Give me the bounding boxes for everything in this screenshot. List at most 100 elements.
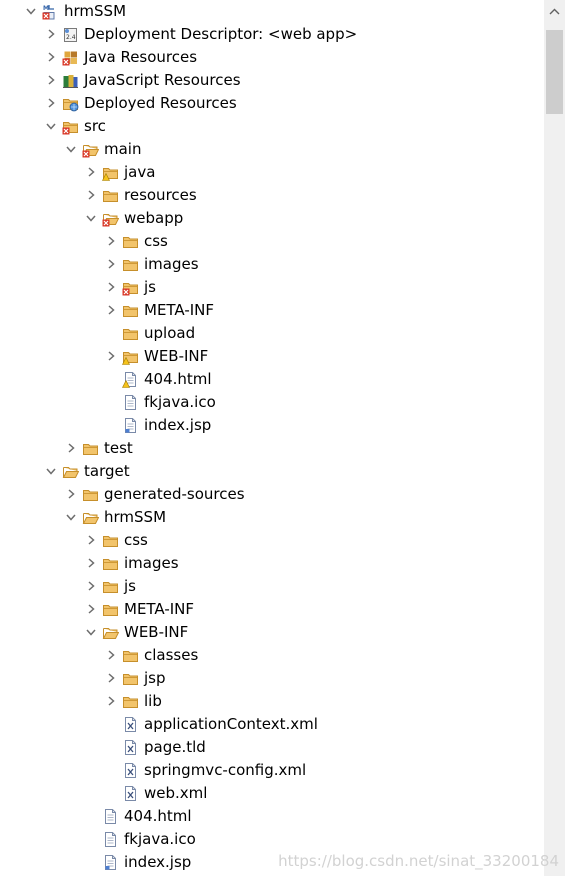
- tree-item[interactable]: classes: [0, 644, 544, 667]
- watermark: https://blog.csdn.net/sinat_33200184: [278, 852, 559, 870]
- tree-item[interactable]: lib: [0, 690, 544, 713]
- chevron-down-icon[interactable]: [64, 142, 78, 156]
- tree-item[interactable]: images: [0, 253, 544, 276]
- tree-item[interactable]: web.xml: [0, 782, 544, 805]
- chevron-right-icon[interactable]: [84, 602, 98, 616]
- tree-item[interactable]: WEB-INF: [0, 621, 544, 644]
- tree-item-label: applicationContext.xml: [144, 715, 318, 733]
- chevron-right-icon[interactable]: [104, 257, 118, 271]
- folder-icon: [123, 306, 138, 317]
- tree-item[interactable]: index.jsp: [0, 414, 544, 437]
- chevron-right-icon[interactable]: [104, 349, 118, 363]
- tree-item[interactable]: META-INF: [0, 598, 544, 621]
- tree-item[interactable]: page.tld: [0, 736, 544, 759]
- tree-item[interactable]: Deployed Resources: [0, 92, 544, 115]
- tree-item-label: classes: [144, 646, 199, 664]
- tree-item-label: META-INF: [124, 600, 195, 618]
- folder-icon: [103, 536, 118, 547]
- tree-item[interactable]: 404.html: [0, 805, 544, 828]
- chevron-right-icon[interactable]: [44, 73, 58, 87]
- tree-item-label: test: [104, 439, 133, 457]
- folder-warning-icon: [122, 352, 138, 365]
- tree-item[interactable]: css: [0, 230, 544, 253]
- chevron-down-icon[interactable]: [24, 4, 38, 18]
- tree-item[interactable]: fkjava.ico: [0, 828, 544, 851]
- chevron-right-icon[interactable]: [84, 579, 98, 593]
- chevron-right-icon[interactable]: [84, 165, 98, 179]
- scroll-thumb[interactable]: [546, 30, 563, 114]
- chevron-down-icon[interactable]: [44, 119, 58, 133]
- tree-item[interactable]: JavaScript Resources: [0, 69, 544, 92]
- tree-item-label: java: [124, 163, 156, 181]
- tree-item[interactable]: springmvc-config.xml: [0, 759, 544, 782]
- chevron-right-icon[interactable]: [104, 694, 118, 708]
- tree-item[interactable]: generated-sources: [0, 483, 544, 506]
- folder-icon: [123, 237, 138, 248]
- javascript-resources-icon: [63, 75, 78, 88]
- tree-item-label: 404.html: [124, 807, 192, 825]
- file-icon: [125, 395, 136, 410]
- tree-item[interactable]: target: [0, 460, 544, 483]
- chevron-right-icon[interactable]: [84, 533, 98, 547]
- chevron-down-icon[interactable]: [84, 211, 98, 225]
- chevron-right-icon[interactable]: [44, 50, 58, 64]
- tree-item[interactable]: 404.html: [0, 368, 544, 391]
- tree-item[interactable]: css: [0, 529, 544, 552]
- chevron-right-icon[interactable]: [64, 487, 78, 501]
- tree-item-label: src: [84, 117, 106, 135]
- tree-item-label: 404.html: [144, 370, 212, 388]
- tree-item[interactable]: WEB-INF: [0, 345, 544, 368]
- tree-item[interactable]: js: [0, 276, 544, 299]
- folder-icon: [123, 651, 138, 662]
- chevron-right-icon[interactable]: [44, 27, 58, 41]
- tree-item[interactable]: resources: [0, 184, 544, 207]
- chevron-right-icon[interactable]: [104, 280, 118, 294]
- tree-item[interactable]: M hrmSSM: [0, 0, 544, 23]
- svg-text:2.4: 2.4: [66, 34, 76, 41]
- open-folder-icon: [62, 467, 79, 478]
- file-icon: [105, 809, 116, 824]
- tree-item[interactable]: upload: [0, 322, 544, 345]
- tree-item[interactable]: Java Resources: [0, 46, 544, 69]
- tree-item[interactable]: hrmSSM: [0, 506, 544, 529]
- chevron-right-icon[interactable]: [84, 556, 98, 570]
- scroll-up-button[interactable]: [544, 0, 565, 24]
- tree-item-label: resources: [124, 186, 197, 204]
- tree-item-label: index.jsp: [124, 853, 192, 871]
- xml-file-icon: [125, 786, 136, 801]
- tree-item-label: hrmSSM: [64, 2, 127, 20]
- open-folder-error-icon: [82, 145, 99, 158]
- tree-item[interactable]: index.jsp: [0, 851, 544, 874]
- chevron-right-icon[interactable]: [104, 303, 118, 317]
- folder-icon: [103, 605, 118, 616]
- chevron-right-icon[interactable]: [64, 441, 78, 455]
- chevron-right-icon[interactable]: [44, 96, 58, 110]
- chevron-right-icon[interactable]: [104, 648, 118, 662]
- tree-item[interactable]: webapp: [0, 207, 544, 230]
- tree-item[interactable]: src: [0, 115, 544, 138]
- chevron-down-icon[interactable]: [64, 510, 78, 524]
- chevron-down-icon[interactable]: [84, 625, 98, 639]
- chevron-right-icon[interactable]: [84, 188, 98, 202]
- tree-item-label: css: [144, 232, 168, 250]
- tree-item-label: Deployed Resources: [84, 94, 237, 112]
- tree-item[interactable]: js: [0, 575, 544, 598]
- tree-item[interactable]: images: [0, 552, 544, 575]
- tree-item[interactable]: 2.4 Deployment Descriptor: <web app>: [0, 23, 544, 46]
- tree-item-label: index.jsp: [144, 416, 212, 434]
- tree-item-label: js: [124, 577, 136, 595]
- tree-item[interactable]: META-INF: [0, 299, 544, 322]
- tree-item[interactable]: java: [0, 161, 544, 184]
- tree-item[interactable]: main: [0, 138, 544, 161]
- chevron-right-icon[interactable]: [104, 234, 118, 248]
- open-folder-error-icon: [102, 214, 119, 227]
- tree-item[interactable]: jsp: [0, 667, 544, 690]
- file-warning-icon: [122, 372, 136, 388]
- tree-item-label: js: [144, 278, 156, 296]
- vertical-scrollbar[interactable]: [544, 0, 565, 876]
- chevron-right-icon[interactable]: [104, 671, 118, 685]
- tree-item[interactable]: fkjava.ico: [0, 391, 544, 414]
- tree-item[interactable]: applicationContext.xml: [0, 713, 544, 736]
- chevron-down-icon[interactable]: [44, 464, 58, 478]
- tree-item[interactable]: test: [0, 437, 544, 460]
